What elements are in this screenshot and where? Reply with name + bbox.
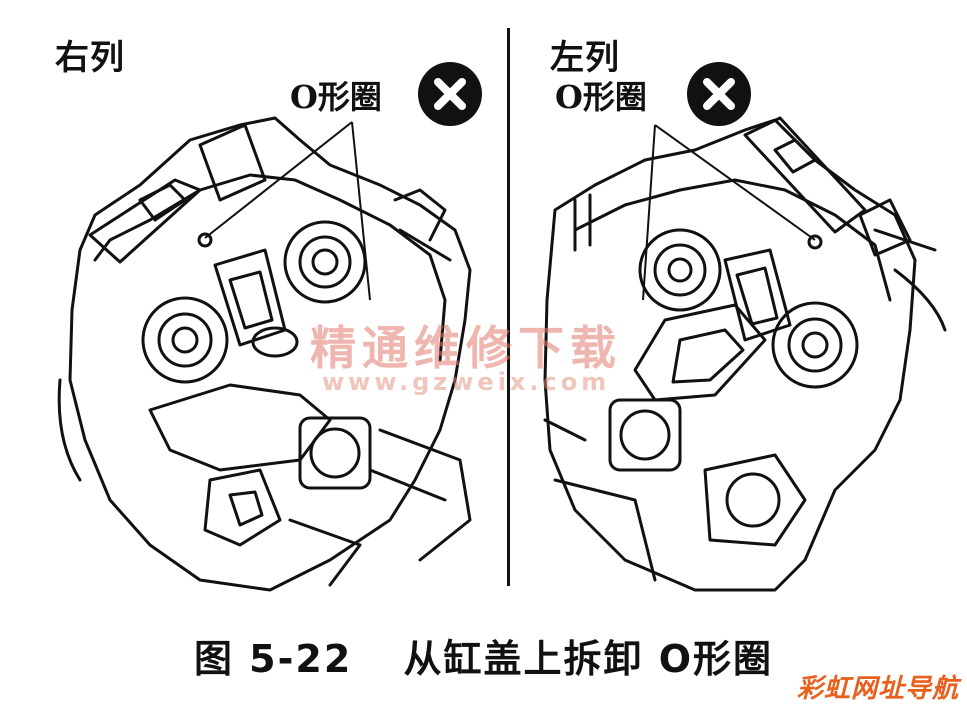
x-circle-icon bbox=[418, 62, 482, 126]
site-badge[interactable]: 彩虹网址导航 bbox=[796, 674, 959, 704]
right-bank-engine-drawing bbox=[57, 116, 472, 592]
panel-divider bbox=[507, 28, 510, 586]
left-bank-engine-drawing bbox=[543, 116, 947, 592]
left-bank-panel: 左列 O形圈 bbox=[515, 0, 967, 600]
x-circle-icon bbox=[687, 62, 751, 126]
figure-title: 从缸盖上拆卸 O形圈 bbox=[403, 637, 774, 681]
left-oring-label: O形圈 bbox=[290, 78, 382, 116]
right-bank-panel: 右列 O形圈 bbox=[0, 0, 505, 600]
figure-number: 图 5-22 bbox=[193, 637, 353, 681]
figure-caption: 图 5-22 从缸盖上拆卸 O形圈 bbox=[0, 628, 967, 688]
left-bank-label: 左列 bbox=[550, 38, 620, 78]
right-oring-label: O形圈 bbox=[555, 78, 647, 116]
right-bank-label: 右列 bbox=[55, 38, 125, 78]
